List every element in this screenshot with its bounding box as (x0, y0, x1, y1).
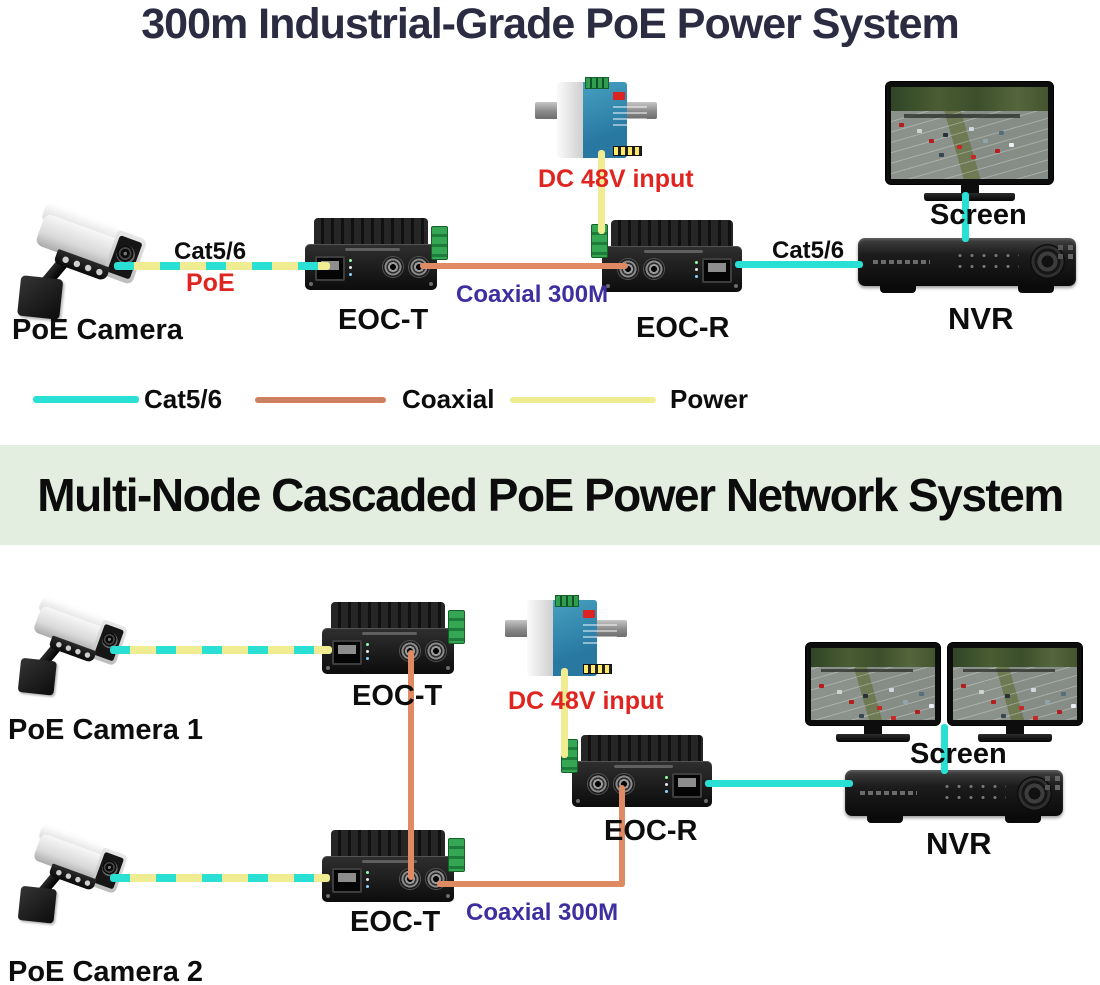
psu-logo (613, 92, 625, 100)
psu-output-terminal (613, 146, 642, 156)
rj45-port (672, 773, 702, 798)
dc-input-label: DC 48V input (538, 165, 694, 193)
coax-cable (437, 881, 625, 887)
coax-cable (420, 263, 628, 269)
power-cable (561, 668, 568, 758)
bnc-connector (409, 257, 429, 277)
poe-cat5-cable (114, 262, 330, 270)
poe-camera-2-label: PoE Camera 2 (8, 956, 204, 985)
eoc-r-device (591, 220, 742, 292)
cat5-cable (941, 724, 948, 774)
eoc-t2-label: EOC-T (350, 906, 441, 938)
bnc-connector (383, 257, 403, 277)
legend-cat5-line (33, 396, 139, 403)
status-leds (349, 259, 352, 262)
rj45-port (332, 868, 362, 893)
coax-300m-label: Coaxial 300M (456, 281, 609, 308)
nvr-device (845, 770, 1063, 823)
monitor-icon (886, 82, 1053, 201)
legend-power-line (510, 397, 656, 403)
system2-title-band: Multi-Node Cascaded PoE Power Network Sy… (0, 445, 1100, 545)
legend-power-label: Power (670, 384, 749, 414)
legend-coax-line (255, 397, 386, 403)
poe-camera-label: PoE Camera (12, 314, 183, 346)
traffic-video (891, 87, 1048, 179)
nvr-buttons (953, 249, 1020, 275)
heatsink-fins (314, 218, 428, 248)
bnc-connector (644, 259, 664, 279)
cat5-cable (705, 780, 853, 787)
legend-coax-label: Coaxial (402, 384, 495, 414)
power-cable (598, 150, 605, 234)
monitor-icon (948, 643, 1082, 742)
poe-label: PoE (186, 269, 235, 297)
dc-input-label: DC 48V input (508, 687, 664, 715)
rj45-port (332, 640, 362, 665)
cat5-label: Cat5/6 (772, 237, 845, 264)
nvr-label: NVR (948, 301, 1014, 336)
psu-input-terminal (585, 77, 609, 89)
din-rail-psu (535, 77, 657, 160)
eoc-t2-device (322, 830, 465, 902)
bnc-connector (588, 774, 608, 794)
eoc-r-device (561, 735, 712, 807)
system2-title: Multi-Node Cascaded PoE Power Network Sy… (37, 469, 1064, 521)
monitor-icon (806, 643, 940, 742)
status-leds (695, 261, 698, 264)
eoc-r-label: EOC-R (636, 312, 730, 344)
bnc-connector (618, 259, 638, 279)
power-terminal-block (431, 226, 448, 260)
rj45-port (702, 258, 732, 283)
eoc-t1-label: EOC-T (352, 680, 443, 712)
system1-title: 300m Industrial-Grade PoE Power System (141, 0, 960, 48)
poe-camera-1-label: PoE Camera 1 (8, 714, 204, 746)
bnc-connector (426, 641, 446, 661)
coax-cable (408, 650, 414, 880)
nvr-jog-dial (1030, 244, 1066, 279)
screen-label: Screen (930, 199, 1027, 231)
cat5-cable (735, 261, 863, 268)
legend-cat5-label: Cat5/6 (144, 384, 223, 414)
heatsink-fins (611, 220, 733, 250)
screen-label: Screen (910, 738, 1007, 770)
eoc-t-label: EOC-T (338, 304, 429, 336)
eoc-t1-device (322, 602, 465, 674)
cat5-cable (962, 192, 969, 242)
din-rail-psu (505, 595, 627, 678)
coax-cable (619, 785, 625, 887)
eoc-r-label: EOC-R (604, 815, 698, 847)
eoc-t-device (305, 218, 448, 290)
nvr-device (858, 238, 1076, 293)
coax-300m-label: Coaxial 300M (466, 899, 619, 926)
poe-cat5-cable (110, 874, 330, 882)
poe-cat5-cable (110, 646, 332, 654)
nvr-label: NVR (926, 826, 992, 861)
cat5-label: Cat5/6 (174, 238, 247, 265)
